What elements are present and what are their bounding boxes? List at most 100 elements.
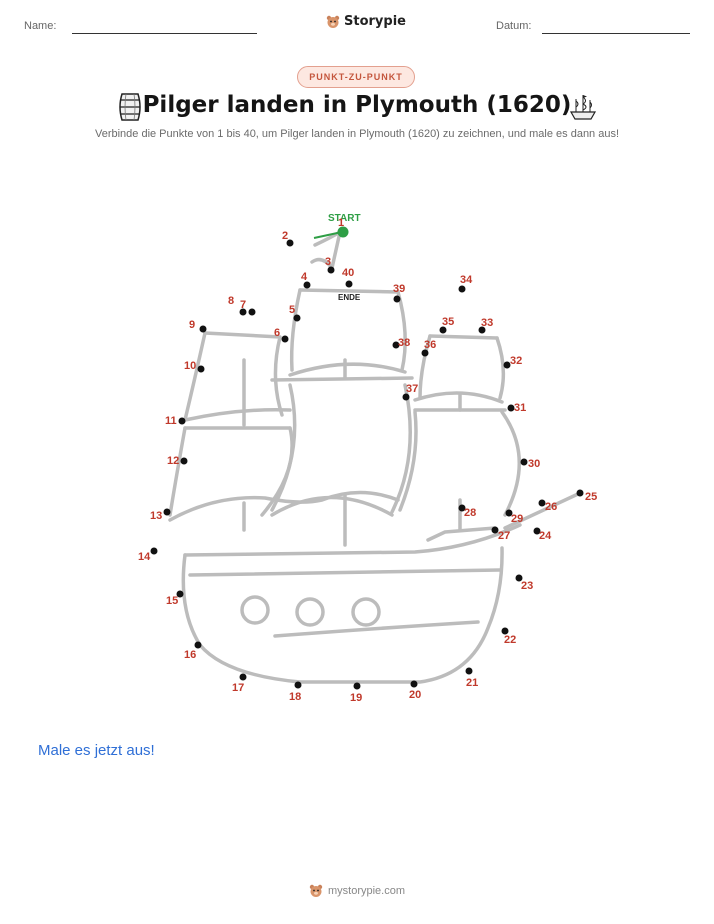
dot-number-28: 28	[464, 507, 476, 519]
dot-15[interactable]	[176, 590, 184, 598]
ship-icon	[569, 95, 597, 120]
start-label: START	[328, 213, 361, 224]
dot-number-11: 11	[165, 415, 177, 427]
dot-20[interactable]	[410, 680, 418, 688]
dot-31[interactable]	[507, 404, 515, 412]
dot-12[interactable]	[180, 457, 188, 465]
dot-number-12: 12	[167, 455, 179, 467]
dot-26[interactable]	[538, 499, 546, 507]
dot-7[interactable]	[248, 308, 256, 316]
dot-number-5: 5	[289, 304, 295, 316]
dot-30[interactable]	[520, 458, 528, 466]
dot-5[interactable]	[293, 314, 301, 322]
dot-number-27: 27	[498, 530, 510, 542]
bear-mascot-icon	[326, 15, 340, 28]
dot-number-10: 10	[184, 360, 196, 372]
dot-33[interactable]	[478, 326, 486, 334]
date-label: Datum:	[496, 20, 532, 32]
dot-number-3: 3	[325, 256, 331, 268]
dot-number-29: 29	[511, 513, 523, 525]
footer: mystorypie.com	[0, 884, 714, 898]
dot-number-20: 20	[409, 689, 421, 701]
dot-number-26: 26	[545, 501, 557, 513]
dot-40[interactable]	[345, 280, 353, 288]
dot-9[interactable]	[199, 325, 207, 333]
dot-38[interactable]	[392, 341, 400, 349]
dot-11[interactable]	[178, 417, 186, 425]
dot-4[interactable]	[303, 281, 311, 289]
end-label: ENDE	[338, 293, 361, 302]
colour-instruction: Male es jetzt aus!	[38, 742, 155, 759]
dot-21[interactable]	[465, 667, 473, 675]
dot-25[interactable]	[576, 489, 584, 497]
dot-number-9: 9	[189, 319, 195, 331]
dot-19[interactable]	[353, 682, 361, 690]
footer-url[interactable]: mystorypie.com	[327, 885, 406, 897]
dot-22[interactable]	[501, 627, 509, 635]
dot-number-19: 19	[350, 692, 362, 704]
dot-27[interactable]	[491, 526, 499, 534]
instructions: Verbinde die Punkte von 1 bis 40, um Pil…	[94, 128, 620, 140]
dot-32[interactable]	[503, 361, 511, 369]
dot-2[interactable]	[286, 239, 294, 247]
dot-number-21: 21	[466, 677, 478, 689]
page-title: Pilger landen in Plymouth (1620)	[142, 92, 572, 118]
dot-23[interactable]	[515, 574, 523, 582]
dot-10[interactable]	[197, 365, 205, 373]
dot-number-15: 15	[166, 595, 178, 607]
dot-28[interactable]	[458, 504, 466, 512]
activity-badge: PUNKT-ZU-PUNKT	[297, 66, 415, 88]
dot-number-33: 33	[481, 317, 493, 329]
ship-outline	[168, 230, 580, 684]
dot-number-39: 39	[393, 283, 405, 295]
date-line[interactable]	[542, 33, 690, 34]
dot-number-32: 32	[510, 355, 522, 367]
dot-number-22: 22	[504, 634, 516, 646]
dot-8[interactable]	[239, 308, 247, 316]
dot-number-2: 2	[282, 230, 288, 242]
dot-3[interactable]	[327, 266, 335, 274]
dot-17[interactable]	[239, 673, 247, 681]
dot-34[interactable]	[458, 285, 466, 293]
start-marker[interactable]	[337, 226, 349, 238]
bear-mascot-icon	[309, 884, 323, 897]
dot-number-7: 7	[240, 299, 246, 311]
start-hint-line	[313, 231, 343, 239]
dot-number-35: 35	[442, 316, 454, 328]
name-label: Name:	[24, 20, 57, 32]
dot-number-6: 6	[274, 327, 280, 339]
dot-number-16: 16	[184, 649, 196, 661]
dot-number-4: 4	[301, 271, 308, 283]
brand-name: Storypie	[344, 14, 406, 29]
dot-number-8: 8	[228, 295, 234, 307]
dot-number-18: 18	[289, 691, 301, 703]
dot-24[interactable]	[533, 527, 541, 535]
dot-36[interactable]	[421, 349, 429, 357]
dot-6[interactable]	[281, 335, 289, 343]
dot-number-14: 14	[138, 551, 151, 563]
dot-number-1: 1	[338, 217, 344, 229]
brand-logo: Storypie	[326, 14, 406, 29]
dot-29[interactable]	[505, 509, 513, 517]
barrel-icon	[119, 93, 141, 121]
dot-number-34: 34	[460, 274, 473, 286]
dot-number-31: 31	[514, 402, 526, 414]
dot-number-24: 24	[539, 530, 552, 542]
dot-number-23: 23	[521, 580, 533, 592]
dot-number-37: 37	[406, 383, 418, 395]
dot-37[interactable]	[402, 393, 410, 401]
dot-35[interactable]	[439, 326, 447, 334]
dot-number-38: 38	[398, 337, 410, 349]
dot-number-30: 30	[528, 458, 540, 470]
dot-13[interactable]	[163, 508, 171, 516]
dot-number-40: 40	[342, 267, 354, 279]
dot-16[interactable]	[194, 641, 202, 649]
dot-14[interactable]	[150, 547, 158, 555]
dot-18[interactable]	[294, 681, 302, 689]
name-line[interactable]	[72, 33, 257, 34]
dot-number-13: 13	[150, 510, 162, 522]
dot-number-36: 36	[424, 339, 436, 351]
dot-39[interactable]	[393, 295, 401, 303]
dot-number-17: 17	[232, 682, 244, 694]
